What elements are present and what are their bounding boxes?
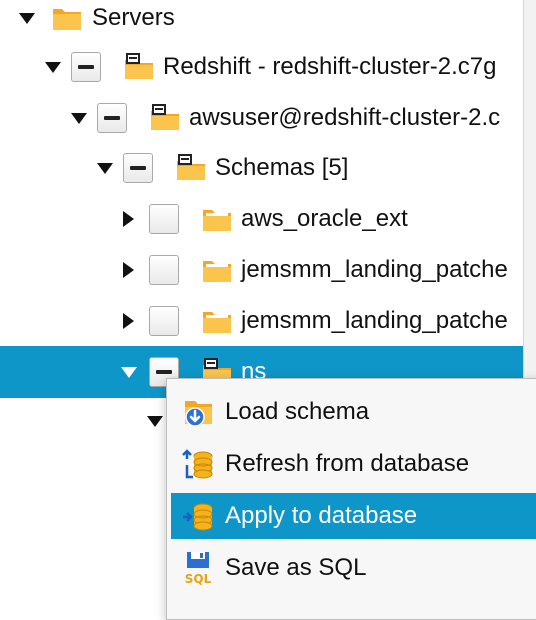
partial-checkbox[interactable] bbox=[123, 153, 153, 183]
server-icon bbox=[125, 53, 153, 79]
load-schema-icon bbox=[185, 401, 212, 427]
schemas-icon bbox=[177, 154, 205, 180]
collapse-arrow-icon[interactable] bbox=[45, 61, 61, 73]
checkbox[interactable] bbox=[149, 255, 179, 285]
folder-icon bbox=[53, 9, 81, 30]
collapse-arrow-icon[interactable] bbox=[19, 12, 35, 24]
collapse-arrow-icon[interactable] bbox=[121, 366, 137, 378]
schema-icon bbox=[203, 210, 231, 231]
expand-arrow-icon[interactable] bbox=[123, 211, 134, 227]
tree-node-label: jemsmm_landing_patche bbox=[241, 307, 508, 334]
connection-icon bbox=[151, 104, 179, 130]
collapse-arrow-icon[interactable] bbox=[71, 112, 87, 124]
tree-node-label: awsuser@redshift-cluster-2.c bbox=[189, 104, 501, 131]
tree-node-servers[interactable]: Servers bbox=[0, 0, 524, 44]
menu-item-label: Apply to database bbox=[225, 502, 418, 529]
collapse-arrow-icon[interactable] bbox=[147, 416, 163, 427]
menu-item-save-as-sql[interactable]: SQL Save as SQL bbox=[171, 545, 536, 591]
menu-item-label: Save as SQL bbox=[225, 554, 367, 581]
menu-item-label: Load schema bbox=[225, 398, 370, 425]
checkbox[interactable] bbox=[149, 306, 179, 336]
tree-node-label: Redshift - redshift-cluster-2.c7g bbox=[163, 53, 497, 80]
menu-item-load-schema[interactable]: Load schema bbox=[171, 389, 536, 435]
partial-checkbox[interactable] bbox=[71, 52, 101, 82]
tree-node-connection[interactable]: awsuser@redshift-cluster-2.c bbox=[0, 92, 524, 144]
expand-arrow-icon[interactable] bbox=[123, 313, 134, 329]
tree-node-label: Servers bbox=[92, 4, 175, 31]
object-tree: Servers Redshift - redshift-cluster-2.c7… bbox=[0, 0, 524, 427]
save-sql-icon: SQL bbox=[185, 552, 212, 585]
menu-item-apply-to-database[interactable]: Apply to database bbox=[171, 493, 536, 539]
apply-database-icon bbox=[183, 503, 213, 531]
expand-arrow-icon[interactable] bbox=[123, 262, 134, 278]
partial-checkbox[interactable] bbox=[97, 103, 127, 133]
tree-node-schema[interactable]: jemsmm_landing_patche bbox=[0, 244, 524, 296]
tree-node-server[interactable]: Redshift - redshift-cluster-2.c7g bbox=[0, 41, 524, 93]
schema-icon bbox=[203, 312, 231, 333]
menu-item-refresh-from-database[interactable]: Refresh from database bbox=[171, 441, 536, 487]
tree-node-schema[interactable]: aws_oracle_ext bbox=[0, 193, 524, 245]
refresh-database-icon bbox=[182, 449, 213, 479]
svg-text:SQL: SQL bbox=[185, 572, 212, 585]
tree-node-label: aws_oracle_ext bbox=[241, 205, 408, 232]
collapse-arrow-icon[interactable] bbox=[97, 162, 113, 174]
context-menu: Load schema Refresh from database Apply … bbox=[166, 378, 536, 620]
tree-node-label: Schemas [5] bbox=[215, 154, 349, 181]
tree-node-schema[interactable]: jemsmm_landing_patche bbox=[0, 295, 524, 347]
tree-node-label: jemsmm_landing_patche bbox=[241, 256, 508, 283]
checkbox[interactable] bbox=[149, 204, 179, 234]
tree-node-schemas[interactable]: Schemas [5] bbox=[0, 142, 524, 194]
schema-icon bbox=[203, 261, 231, 282]
menu-item-label: Refresh from database bbox=[225, 450, 470, 477]
